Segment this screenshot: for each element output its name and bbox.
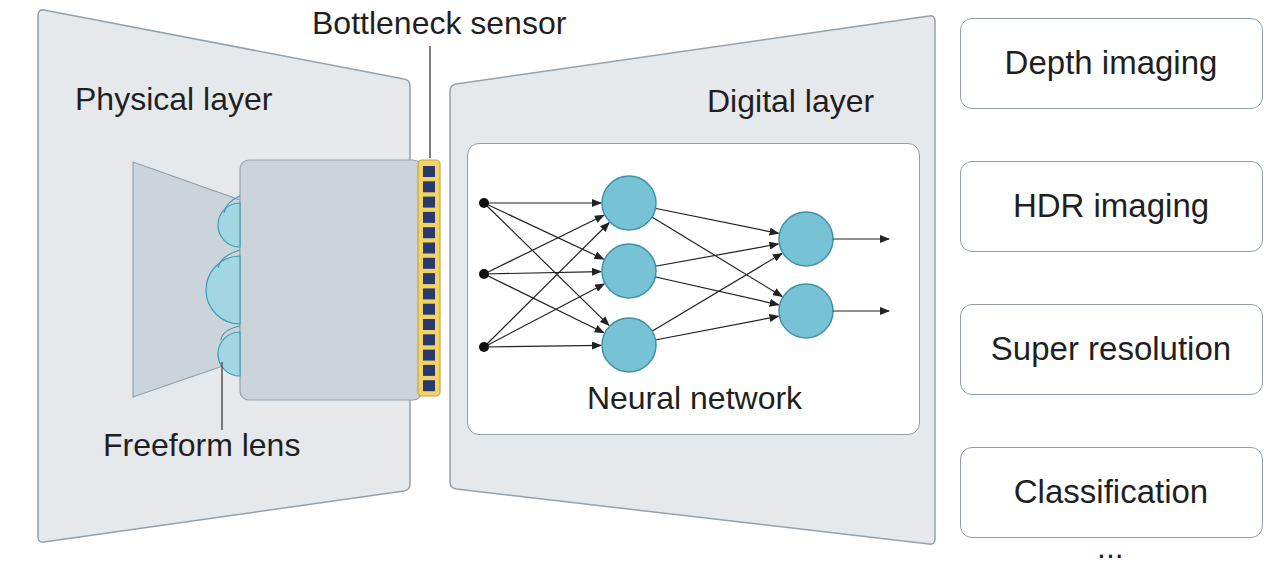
- task-box: Super resolution: [960, 304, 1263, 395]
- task-box: HDR imaging: [960, 161, 1263, 252]
- panel-title: Neural network: [587, 381, 802, 416]
- task-label: Depth imaging: [1005, 45, 1218, 81]
- panel-title: Digital layer: [707, 84, 874, 119]
- panel-title: Physical layer: [75, 82, 272, 117]
- neural-network-box: Neural network: [467, 143, 920, 435]
- part-label: Freeform lens: [103, 428, 300, 463]
- task-label: HDR imaging: [1013, 188, 1209, 224]
- task-label: Super resolution: [991, 331, 1231, 367]
- task-box: Depth imaging: [960, 18, 1263, 109]
- task-box: Classification: [960, 447, 1263, 538]
- part-label: Bottleneck sensor: [312, 6, 566, 41]
- digital-layer-panel: Digital layerNeural network: [450, 15, 935, 545]
- more-ellipsis: ...: [1097, 530, 1124, 565]
- task-label: Classification: [1014, 474, 1208, 510]
